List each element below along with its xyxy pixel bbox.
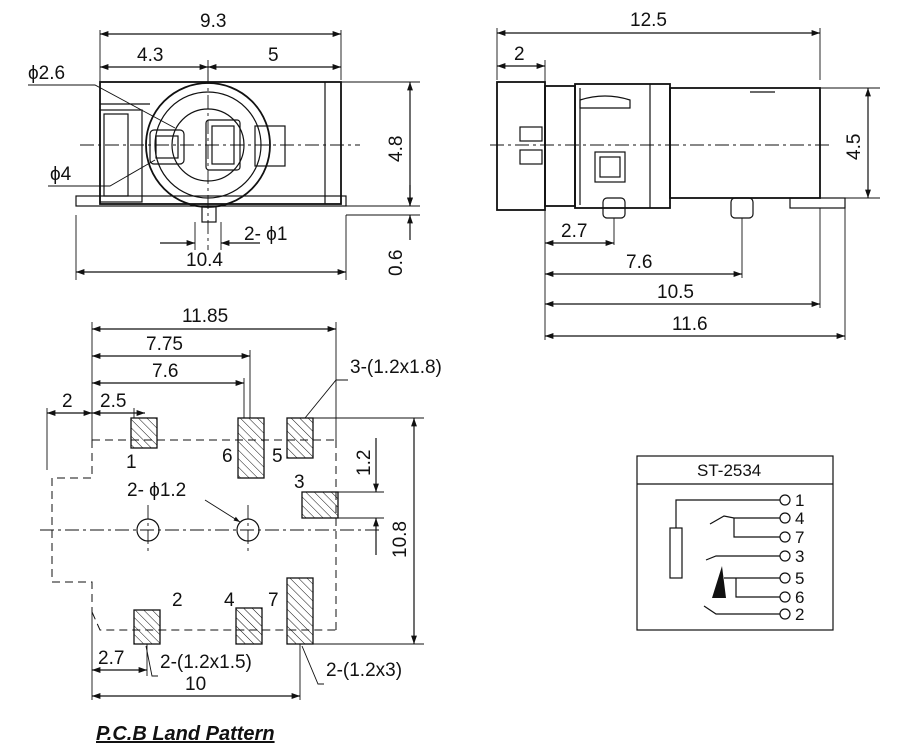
pcb-pad-label-2x3: 2-(1.2x3) xyxy=(326,660,402,681)
front-dim-10-4: 10.4 xyxy=(186,250,223,271)
schematic-pin-5: 5 xyxy=(795,569,804,588)
side-dim-4-5: 4.5 xyxy=(844,134,865,160)
schematic-title: ST-2534 xyxy=(697,461,761,480)
pad-1 xyxy=(130,417,158,449)
pad-num-7: 7 xyxy=(268,590,279,611)
front-dim-4-8: 4.8 xyxy=(386,136,407,162)
side-dim-10-5: 10.5 xyxy=(657,282,694,303)
side-dim-2: 2 xyxy=(514,44,525,65)
schematic-pin-3: 3 xyxy=(795,547,804,566)
schematic-pin-7: 7 xyxy=(795,528,804,547)
pcb-dim-2: 2 xyxy=(62,391,73,412)
pad-num-1: 1 xyxy=(126,452,137,473)
pcb-dim-7-6: 7.6 xyxy=(152,361,178,382)
pad-num-4: 4 xyxy=(224,590,235,611)
schematic-pin-2: 2 xyxy=(795,605,804,624)
pad-7 xyxy=(286,577,314,645)
pad-3 xyxy=(301,491,339,519)
front-dim-0-6: 0.6 xyxy=(386,250,407,276)
pcb-dim-2-5: 2.5 xyxy=(100,391,126,412)
pcb-land-pattern-title: P.C.B Land Pattern xyxy=(96,723,275,745)
pad-num-5: 5 xyxy=(272,446,283,467)
front-dim-5: 5 xyxy=(268,45,279,66)
schematic: ST-2534 1 4 7 3 5 6 2 xyxy=(636,455,834,631)
schematic-pin-1: 1 xyxy=(795,491,804,510)
side-dim-12-5: 12.5 xyxy=(630,10,667,31)
front-dim-phi-2-6: ϕ2.6 xyxy=(28,63,65,84)
pcb-hole-label: 2- ϕ1.2 xyxy=(127,480,186,501)
pcb-land-pattern: 11.85 7.75 7.6 2 2.5 2- ϕ1.2 xyxy=(40,306,442,745)
front-view: 9.3 4.3 5 ϕ2.6 ϕ4 xyxy=(28,11,420,280)
front-dim-9-3: 9.3 xyxy=(200,11,226,32)
front-dim-pin-dia: 2- ϕ1 xyxy=(244,224,287,245)
side-dim-7-6: 7.6 xyxy=(626,252,652,273)
pad-num-6: 6 xyxy=(222,446,233,467)
pcb-dim-2-7: 2.7 xyxy=(98,648,124,669)
pad-5 xyxy=(286,417,314,459)
front-dim-phi-4: ϕ4 xyxy=(50,164,72,185)
pcb-dim-10-8: 10.8 xyxy=(390,521,411,558)
pcb-dim-11-85: 11.85 xyxy=(182,306,228,327)
side-dim-2-7: 2.7 xyxy=(561,221,587,242)
side-dim-11-6: 11.6 xyxy=(672,314,708,335)
pcb-pad-label-3x: 3-(1.2x1.8) xyxy=(350,357,442,378)
pad-4 xyxy=(235,607,263,645)
pcb-pad-label-2x15: 2-(1.2x1.5) xyxy=(160,652,252,673)
pcb-dim-10: 10 xyxy=(185,674,206,695)
pad-2 xyxy=(133,609,161,645)
pad-num-2: 2 xyxy=(172,590,183,611)
pcb-dim-1-2: 1.2 xyxy=(354,450,375,476)
pad-6 xyxy=(237,417,265,479)
side-view: 12.5 2 4.5 2.7 xyxy=(490,10,880,340)
pcb-dim-7-75: 7.75 xyxy=(146,334,183,355)
schematic-pin-4: 4 xyxy=(795,509,804,528)
pad-num-3: 3 xyxy=(294,472,305,493)
schematic-pin-6: 6 xyxy=(795,588,804,607)
front-dim-4-3: 4.3 xyxy=(137,45,163,66)
